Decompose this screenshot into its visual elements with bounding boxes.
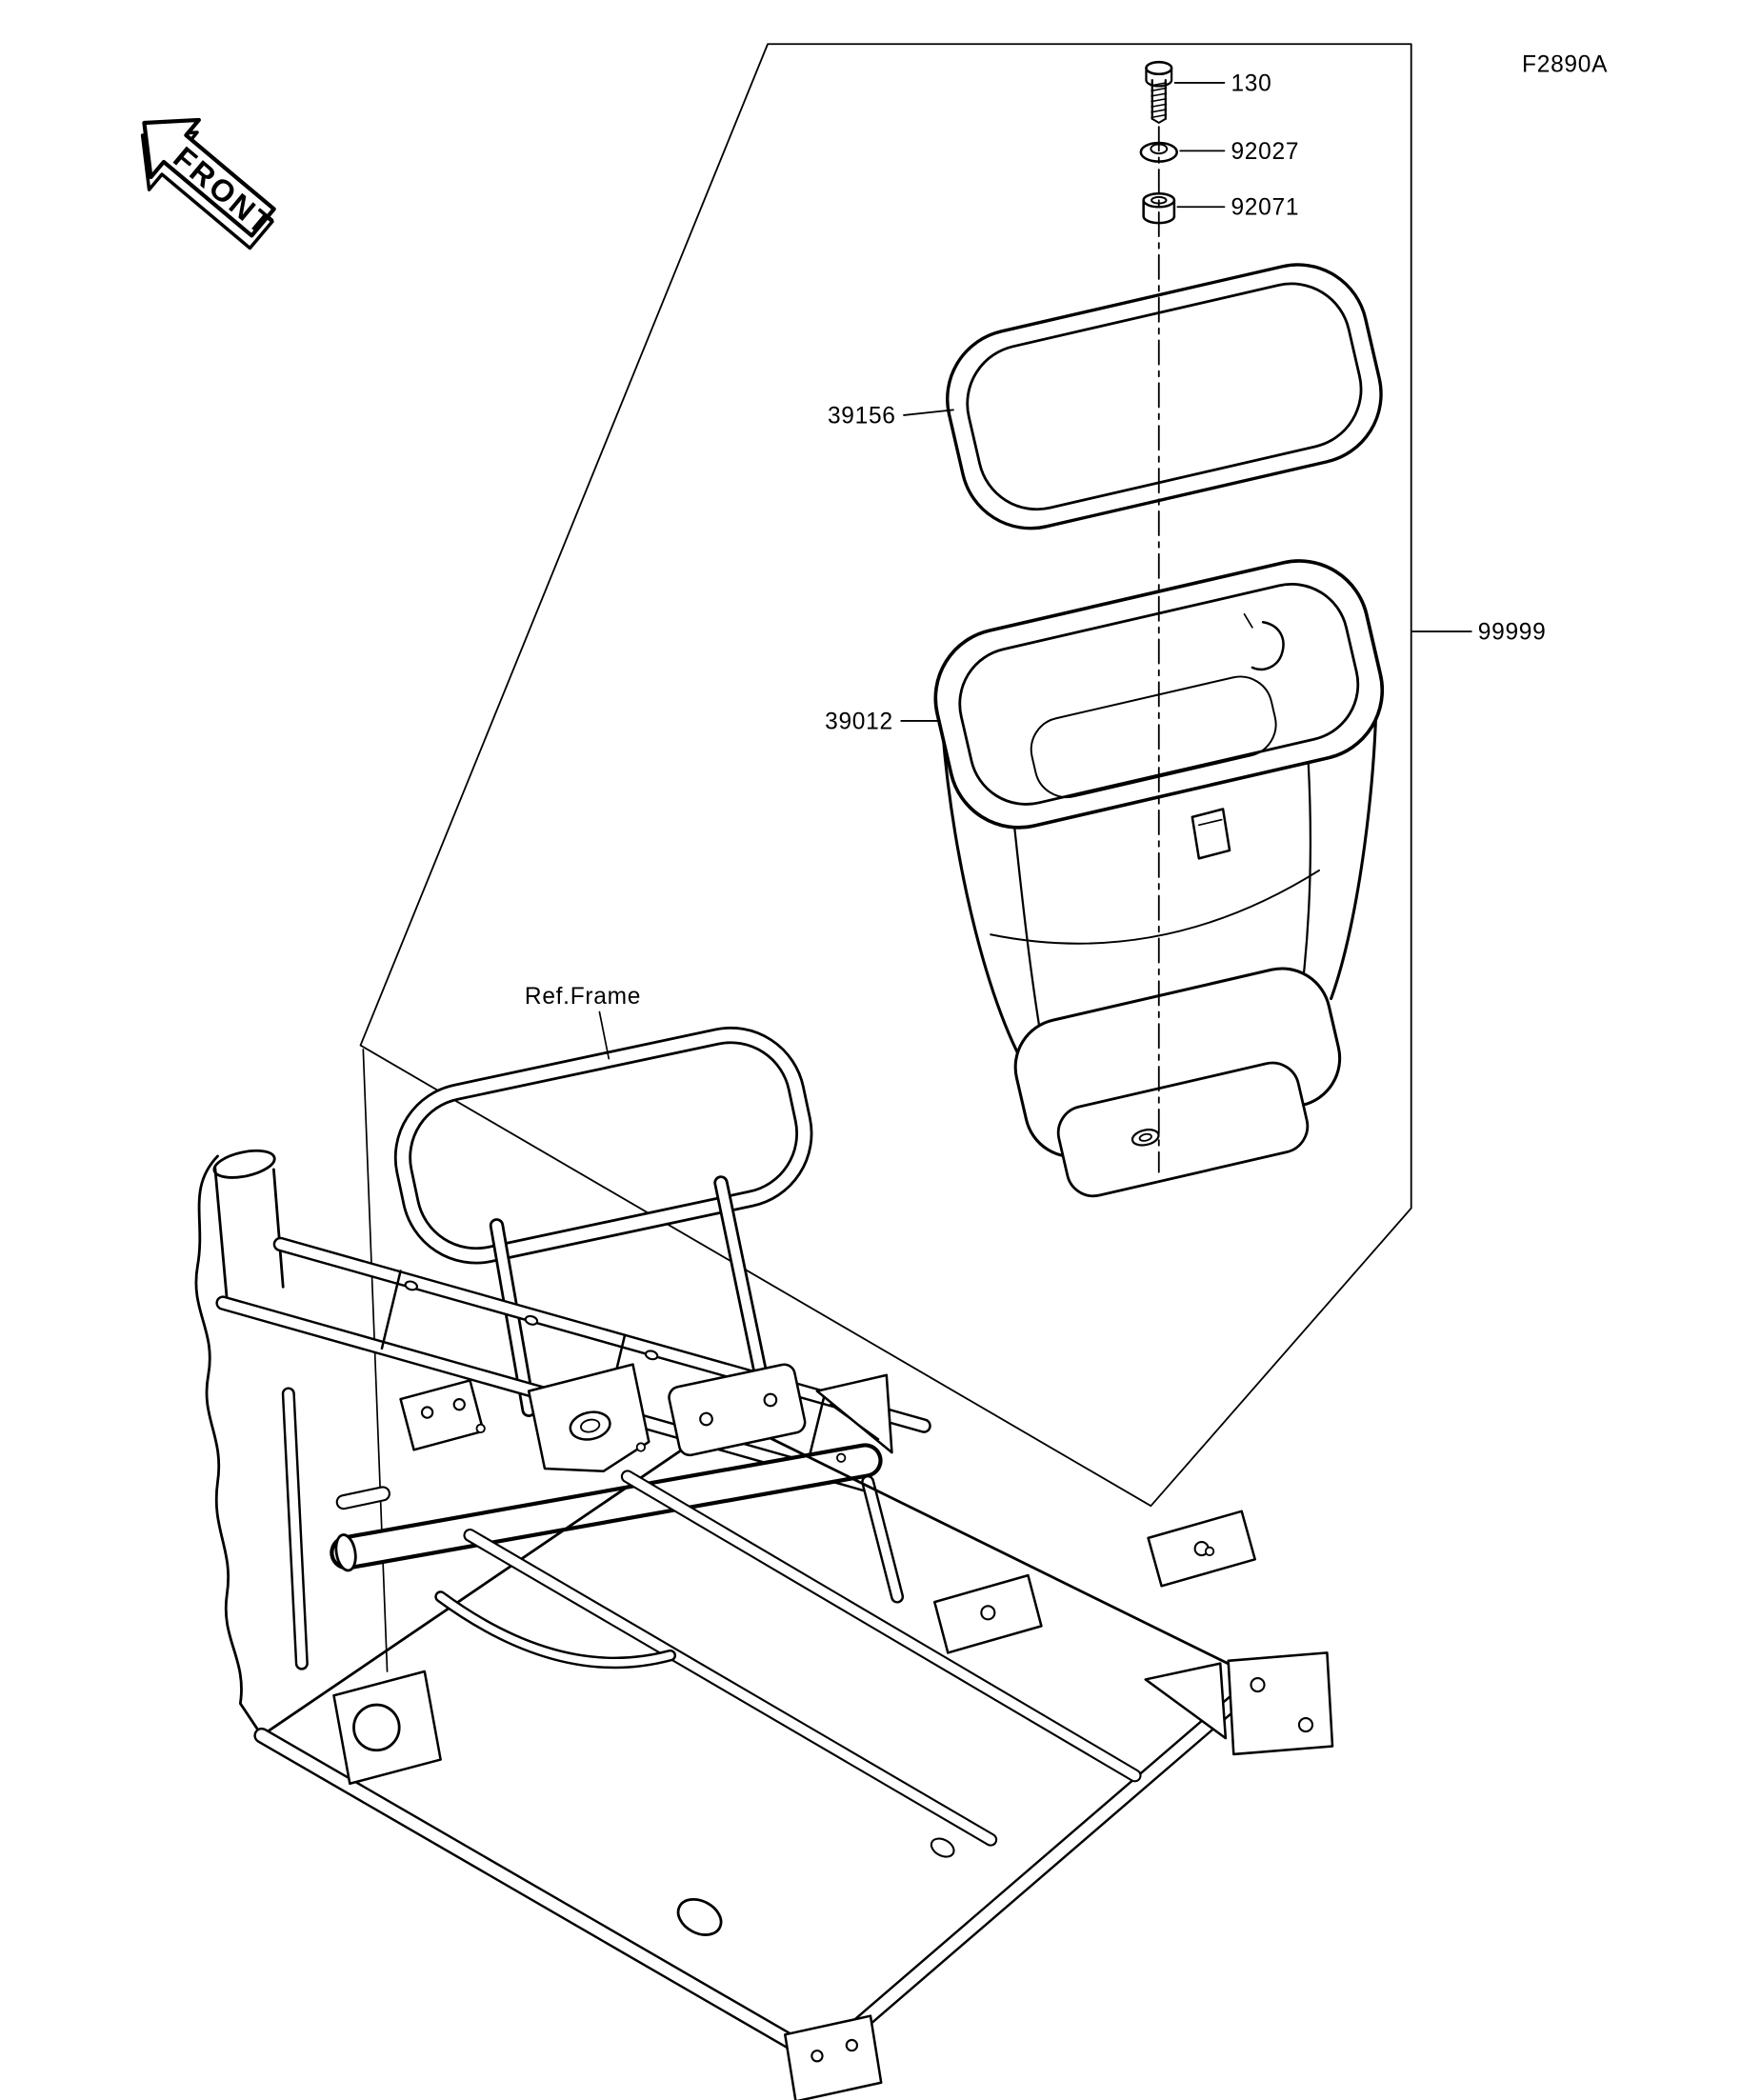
front-arrow: FRONT xyxy=(140,117,280,250)
part-label-39156: 39156 xyxy=(828,403,896,429)
part-label-99999: 99999 xyxy=(1478,619,1547,645)
ref-frame-drawing xyxy=(194,1026,1334,2100)
part-label-39012: 39012 xyxy=(825,709,893,734)
part-label-92027: 92027 xyxy=(1231,139,1299,165)
ref-frame-label: Ref.Frame xyxy=(525,984,641,1010)
part-seal-39156 xyxy=(946,263,1383,530)
figure-code-label: F2890A xyxy=(1522,52,1608,78)
grab-bar xyxy=(393,1026,813,1265)
option-parts-box xyxy=(359,43,1412,1672)
part-label-130: 130 xyxy=(1231,70,1271,96)
leader-lines xyxy=(598,81,1472,1060)
part-label-92071: 92071 xyxy=(1231,195,1299,221)
part-bolt-130 xyxy=(1145,60,1173,124)
